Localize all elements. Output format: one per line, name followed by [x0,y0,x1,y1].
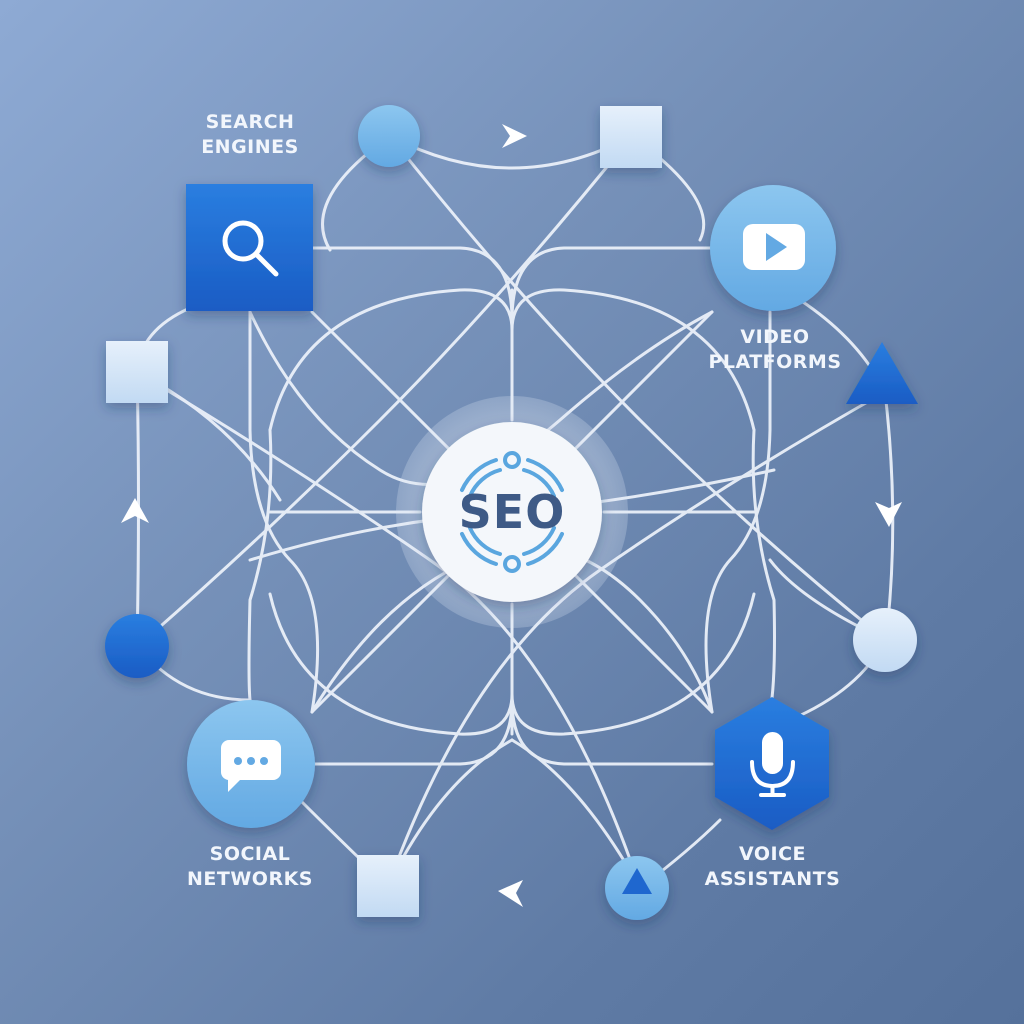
voice-assistants-hub[interactable] [715,697,829,830]
play-button-icon [743,224,805,270]
social-networks-label: SOCIAL NETWORKS [170,842,330,892]
decor-square-bottom [357,855,419,917]
microphone-icon [750,732,795,797]
arrow-left-icon [498,880,523,907]
social-networks-label-line2: NETWORKS [187,868,313,890]
connector-lines [135,134,895,890]
arrow-up-icon [121,498,149,523]
video-platforms-label-line2: PLATFORMS [708,351,842,373]
arrow-down-icon [875,502,902,527]
search-engines-hub[interactable] [186,184,313,311]
social-networks-label-line1: SOCIAL [209,843,291,865]
seo-label: SEO [458,485,566,539]
search-engines-label: SEARCH ENGINES [170,110,330,160]
decor-square-left [106,341,168,403]
social-networks-hub[interactable] [187,700,315,828]
video-platforms-label: VIDEO PLATFORMS [690,325,860,375]
arrow-right-icon [502,124,527,148]
decor-triangle-right [846,342,918,404]
decor-circle-triangle-bottom [605,856,669,920]
video-platforms-hub[interactable] [710,185,836,311]
chat-bubble-icon [221,740,281,792]
decor-square-top [600,106,662,168]
voice-assistants-label-line2: ASSISTANTS [704,868,841,890]
voice-assistants-label: VOICE ASSISTANTS [685,842,860,892]
seo-hub[interactable] [396,396,628,628]
search-engines-label-line1: SEARCH [205,111,295,133]
search-engines-label-line2: ENGINES [201,136,299,158]
decor-circle-top [358,105,420,167]
magnifier-icon [222,220,279,277]
video-platforms-label-line1: VIDEO [740,326,810,348]
decor-circle-right [853,608,917,672]
voice-assistants-label-line1: VOICE [738,843,806,865]
decor-circle-left [105,614,169,678]
